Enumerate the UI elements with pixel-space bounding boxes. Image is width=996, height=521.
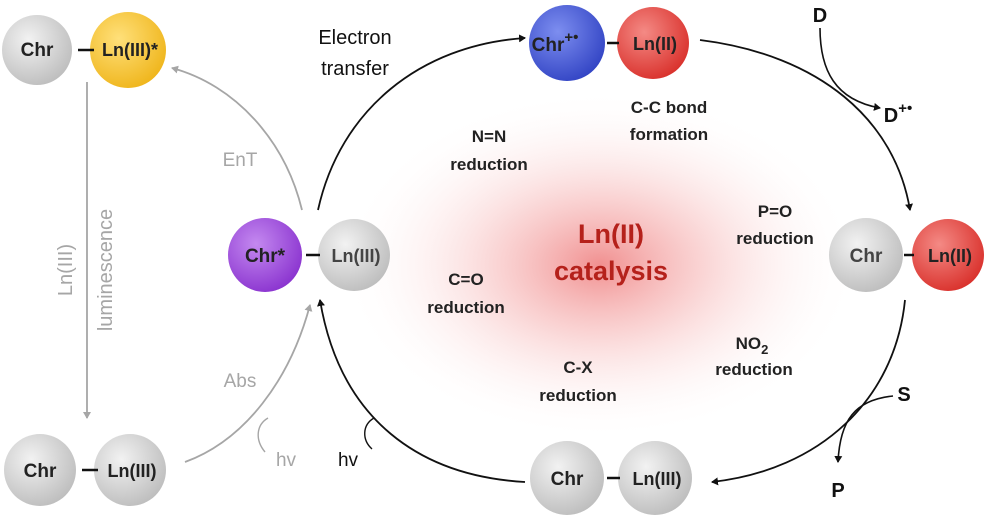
arrow-electron-transfer xyxy=(317,34,526,211)
chr-label: Chr xyxy=(850,246,883,267)
chr-star-label: Chr* xyxy=(245,246,286,267)
ln-iii-star-label: Ln(III)* xyxy=(102,40,158,60)
molecule-chr-star-ln-iii: Chr* Ln(III) xyxy=(228,218,390,292)
ln-iii-label: Ln(III) xyxy=(332,246,381,266)
nn-reduction-line2: reduction xyxy=(450,155,527,174)
co-reduction-line2: reduction xyxy=(427,298,504,317)
po-reduction-line2: reduction xyxy=(736,229,813,248)
arrow-to-chr-ln-ii xyxy=(699,39,913,211)
hv-black-label: hv xyxy=(338,450,359,471)
hv-wave-gray xyxy=(257,417,269,453)
substrate-label: S xyxy=(897,384,910,406)
molecule-chr-ln-iii-excited: Chr Ln(III)* xyxy=(2,12,166,88)
ln-ii-label: Ln(II) xyxy=(928,246,972,266)
electron-transfer-label-line2: transfer xyxy=(321,58,389,80)
no2-reduction-line2: reduction xyxy=(715,360,792,379)
molecule-chr-ln-iii-bottom: Chr Ln(III) xyxy=(530,441,692,515)
luminescence-label-line1: Ln(III) xyxy=(55,244,77,296)
cc-formation-line2: formation xyxy=(630,125,708,144)
po-reduction-line1: P=O xyxy=(758,202,793,221)
chr-label: Chr xyxy=(21,40,54,61)
ent-label: EnT xyxy=(223,150,258,171)
arrow-substrate-product xyxy=(834,395,894,463)
luminescence-label-line2: luminescence xyxy=(95,209,117,331)
molecule-chr-ln-iii-ground: Chr Ln(III) xyxy=(4,434,166,506)
cc-formation-line1: C-C bond xyxy=(631,98,707,117)
molecule-chr-radical-cation-ln-ii: Chr+• Ln(II) xyxy=(529,5,689,81)
center-label-line2: catalysis xyxy=(554,256,668,286)
arrow-to-bottom-chr-ln-iii xyxy=(711,299,906,486)
chr-radical-label: Chr+• xyxy=(532,29,579,56)
ln-iii-label: Ln(III) xyxy=(108,461,157,481)
arrow-to-chr-star xyxy=(317,299,526,483)
product-label: P xyxy=(831,480,844,502)
arrow-donor-oxidation xyxy=(819,27,881,111)
catalysis-glow xyxy=(340,90,860,440)
donor-oxidized-label: D+• xyxy=(884,100,912,127)
cx-reduction-line1: C-X xyxy=(563,358,593,377)
ln-ii-label: Ln(II) xyxy=(633,34,677,54)
cx-reduction-line2: reduction xyxy=(539,386,616,405)
molecule-chr-ln-ii: Chr Ln(II) xyxy=(829,218,984,292)
electron-transfer-label-line1: Electron xyxy=(318,27,391,49)
ln-iii-label: Ln(III) xyxy=(633,469,682,489)
no2-reduction-line1: NO2 xyxy=(736,334,769,357)
abs-label: Abs xyxy=(224,371,257,392)
donor-label: D xyxy=(813,5,827,27)
chr-label: Chr xyxy=(551,469,584,490)
nn-reduction-line1: N=N xyxy=(472,127,506,146)
arrow-ent xyxy=(171,65,303,211)
chr-label: Chr xyxy=(24,461,57,482)
center-label-line1: Ln(II) xyxy=(578,219,644,249)
hv-wave-black xyxy=(364,417,375,450)
co-reduction-line1: C=O xyxy=(448,270,483,289)
hv-gray-label: hv xyxy=(276,450,297,471)
arrow-absorption xyxy=(184,304,313,463)
